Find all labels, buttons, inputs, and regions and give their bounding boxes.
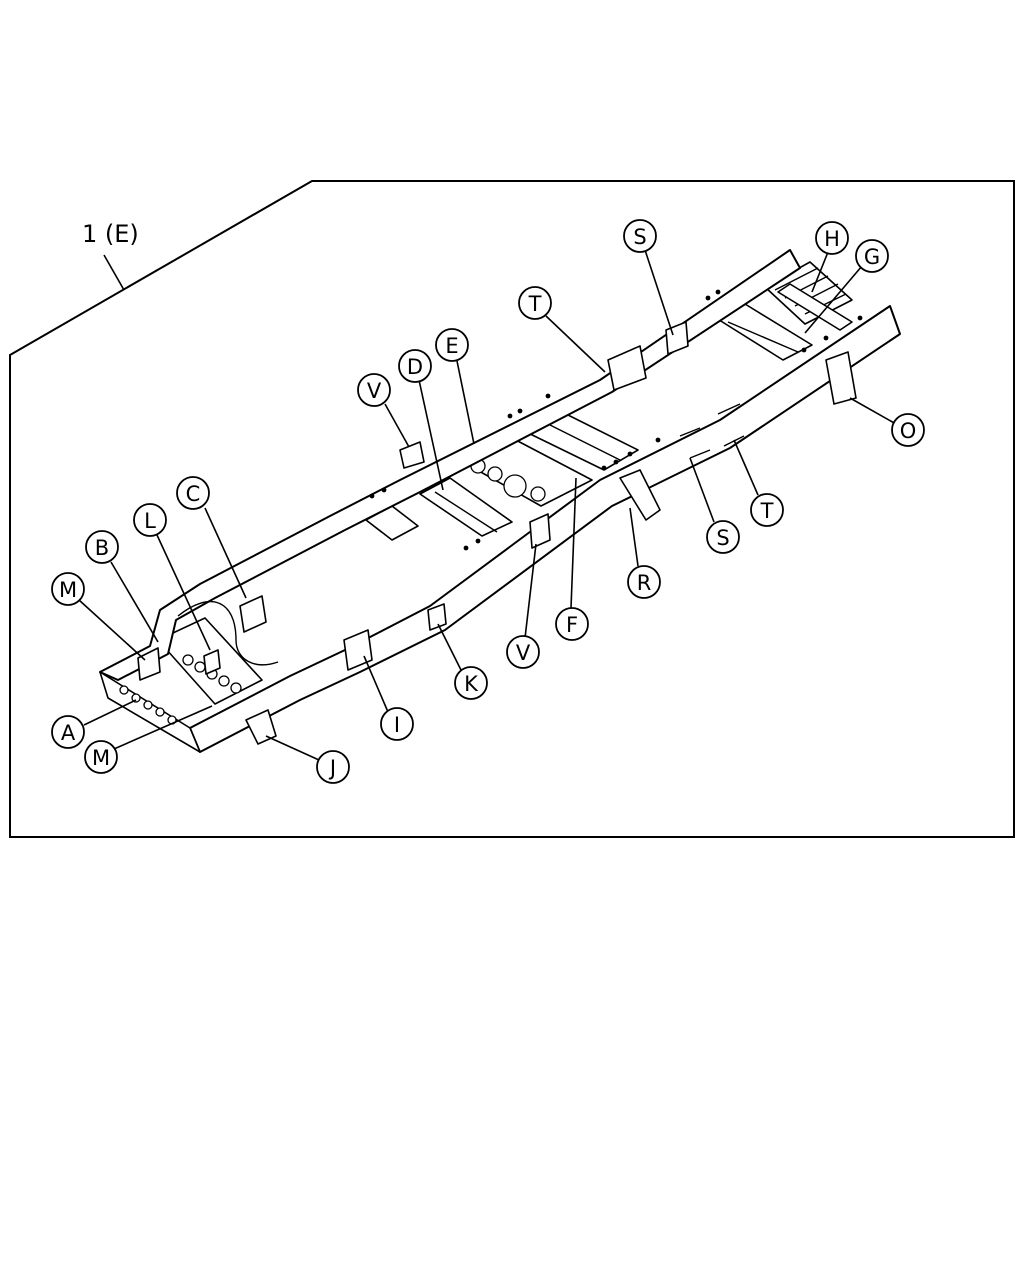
callout-letter: M bbox=[59, 578, 77, 602]
brackets bbox=[137, 321, 857, 745]
callout-letter: H bbox=[824, 227, 840, 251]
callout-b-9: B bbox=[85, 530, 119, 564]
callout-circle bbox=[627, 565, 661, 599]
callout-circle bbox=[51, 572, 85, 606]
callout-e-4: E bbox=[435, 328, 469, 362]
callout-f-17: F bbox=[555, 607, 589, 641]
leader-lines bbox=[78, 249, 897, 761]
callout-circle bbox=[555, 607, 589, 641]
callout-circle bbox=[518, 286, 552, 320]
callout-v-6: V bbox=[357, 373, 391, 407]
callout-r-18: R bbox=[627, 565, 661, 599]
callout-letter: L bbox=[144, 509, 156, 533]
inner-rail-curve bbox=[177, 600, 279, 666]
callout-letter: V bbox=[516, 641, 531, 665]
callout-circle bbox=[133, 503, 167, 537]
front-end-panel bbox=[99, 671, 201, 753]
middle-cross-members bbox=[365, 409, 639, 541]
callout-s-19: S bbox=[706, 520, 740, 554]
callout-circle bbox=[176, 476, 210, 510]
callout-t-3: T bbox=[518, 286, 552, 320]
callout-d-5: D bbox=[398, 349, 432, 383]
diagram-border bbox=[9, 180, 1015, 838]
callout-circle bbox=[891, 413, 925, 447]
callout-letter: E bbox=[445, 334, 458, 358]
callout-o-21: O bbox=[891, 413, 925, 447]
callout-letter: R bbox=[637, 571, 652, 595]
callout-letter: F bbox=[566, 613, 578, 637]
callout-circle bbox=[506, 635, 540, 669]
callout-circle bbox=[85, 530, 119, 564]
assembly-title-leader bbox=[103, 254, 125, 291]
callout-letter: D bbox=[407, 355, 423, 379]
callout-v-16: V bbox=[506, 635, 540, 669]
callout-letter: S bbox=[633, 225, 646, 249]
callout-circle bbox=[454, 666, 488, 700]
callout-t-20: T bbox=[750, 493, 784, 527]
callout-s-0: S bbox=[623, 219, 657, 253]
callout-letter: O bbox=[900, 419, 917, 443]
callout-a-11: A bbox=[51, 715, 85, 749]
callout-j-13: J bbox=[316, 750, 350, 784]
assembly-title: 1 (E) bbox=[82, 220, 139, 248]
rail-bolt-holes bbox=[369, 289, 863, 551]
callout-c-7: C bbox=[176, 476, 210, 510]
callout-letter: B bbox=[95, 536, 109, 560]
callout-circle bbox=[398, 349, 432, 383]
callout-circle bbox=[750, 493, 784, 527]
callout-letter: S bbox=[716, 526, 729, 550]
callout-circle bbox=[623, 219, 657, 253]
callout-h-1: H bbox=[815, 221, 849, 255]
callout-letter: A bbox=[61, 721, 76, 745]
callout-m-12: M bbox=[84, 740, 118, 774]
callout-letter: J bbox=[328, 756, 336, 780]
callout-l-8: L bbox=[133, 503, 167, 537]
callout-k-15: K bbox=[454, 666, 488, 700]
callout-letter: M bbox=[92, 746, 110, 770]
callout-letter: G bbox=[864, 245, 880, 269]
callout-letter: T bbox=[760, 499, 774, 523]
callout-circle bbox=[357, 373, 391, 407]
callout-letter: V bbox=[367, 379, 382, 403]
callout-i-14: I bbox=[380, 707, 414, 741]
callout-letter: C bbox=[186, 482, 201, 506]
callout-circle bbox=[380, 707, 414, 741]
chassis-frame bbox=[99, 249, 901, 753]
callout-letter: T bbox=[528, 292, 542, 316]
callout-letter: K bbox=[464, 672, 479, 696]
callout-circle bbox=[855, 239, 889, 273]
callout-circle bbox=[316, 750, 350, 784]
callout-circle bbox=[815, 221, 849, 255]
left-side-rail bbox=[99, 249, 801, 681]
callout-circle bbox=[84, 740, 118, 774]
callout-letter: I bbox=[394, 713, 400, 737]
callout-g-2: G bbox=[855, 239, 889, 273]
callout-m-10: M bbox=[51, 572, 85, 606]
callout-circle bbox=[51, 715, 85, 749]
callout-circle bbox=[706, 520, 740, 554]
callout-circle bbox=[435, 328, 469, 362]
